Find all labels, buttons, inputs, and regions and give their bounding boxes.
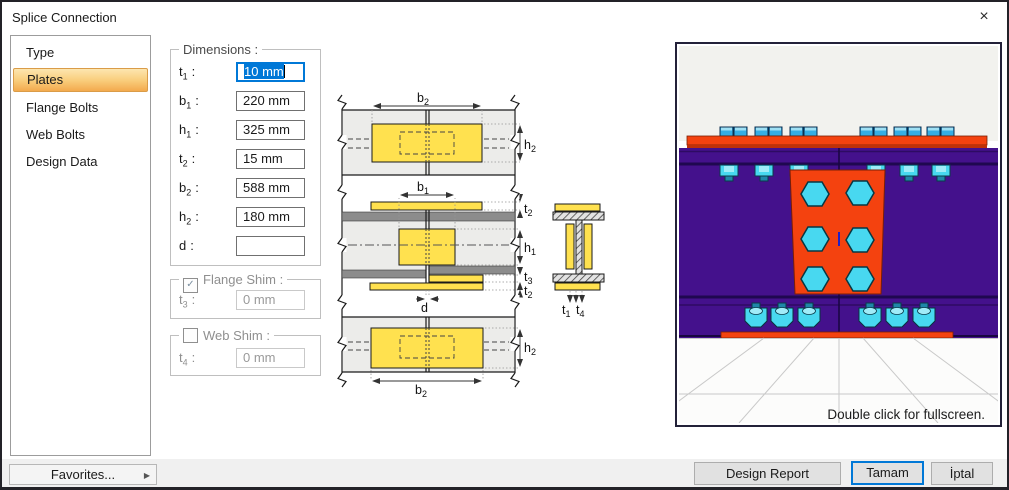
- top-view: [342, 103, 523, 176]
- preview-3d-viewport[interactable]: Double click for fullscreen.: [675, 42, 1002, 427]
- svg-text:d: d: [421, 301, 428, 315]
- design-report-button[interactable]: Design Report: [694, 462, 841, 485]
- field-row-t4: t4: 0 mm: [179, 348, 312, 370]
- close-button[interactable]: ×: [969, 6, 999, 28]
- svg-text:b2: b2: [415, 383, 427, 399]
- field-row-d: d:: [179, 236, 312, 258]
- sidebar: Type Plates Flange Bolts Web Bolts Desig…: [10, 35, 151, 456]
- ok-button[interactable]: Tamam: [851, 461, 924, 485]
- fullscreen-hint: Double click for fullscreen.: [827, 407, 985, 422]
- break-marks: [337, 94, 520, 388]
- field-row-h2: h2: 180 mm: [179, 207, 312, 229]
- sidebar-item-web-bolts[interactable]: Web Bolts: [26, 127, 86, 142]
- t1-input[interactable]: 10 mm: [236, 62, 305, 82]
- field-row-t1: t1: 10 mm: [179, 62, 312, 84]
- field-label-t2: t2:: [179, 151, 196, 169]
- cancel-button[interactable]: İptal: [931, 462, 993, 485]
- elevation-view: [341, 192, 523, 302]
- field-label-t4: t4:: [179, 350, 196, 368]
- field-row-b2: b2: 588 mm: [179, 178, 312, 200]
- section-view: [552, 203, 605, 303]
- titlebar: Splice Connection ×: [2, 2, 1007, 32]
- svg-text:h1: h1: [524, 241, 536, 257]
- field-label-d: d:: [179, 238, 194, 253]
- web-shim-legend: Web Shim :: [179, 328, 274, 343]
- t4-input: 0 mm: [236, 348, 305, 368]
- svg-text:b2: b2: [417, 91, 429, 107]
- svg-text:h2: h2: [524, 341, 536, 357]
- dimensions-legend: Dimensions :: [179, 42, 263, 57]
- field-label-b1: b1:: [179, 93, 199, 111]
- field-row-t2: t2: 15 mm: [179, 149, 312, 171]
- field-row-t3: t3: 0 mm: [179, 290, 312, 312]
- sidebar-item-plates[interactable]: Plates: [13, 68, 148, 92]
- sidebar-item-flange-bolts[interactable]: Flange Bolts: [26, 100, 99, 115]
- svg-text:t3: t3: [524, 270, 533, 286]
- field-label-h2: h2:: [179, 209, 199, 227]
- favorites-button[interactable]: Favorites... ▶: [9, 464, 157, 485]
- web-bolt-hexes: [800, 180, 875, 292]
- favorites-expand-icon: ▶: [143, 471, 150, 480]
- dialog-title: Splice Connection: [12, 10, 117, 25]
- field-row-b1: b1: 220 mm: [179, 91, 312, 113]
- b1-input[interactable]: 220 mm: [236, 91, 305, 111]
- dimension-labels: b2 h2 b1 t2 h1 t3 t2 d t1 t4 h2 b2: [415, 91, 585, 399]
- flange-shim-checkbox[interactable]: ✓: [183, 278, 198, 293]
- text-caret: [283, 65, 285, 78]
- h2-input[interactable]: 180 mm: [236, 207, 305, 227]
- sidebar-item-type[interactable]: Type: [26, 45, 55, 60]
- bottom-flange-nuts: [744, 302, 936, 328]
- svg-text:b1: b1: [417, 180, 429, 196]
- svg-text:h2: h2: [524, 138, 536, 154]
- technical-drawing: b2 h2 b1 t2 h1 t3 t2 d t1 t4 h2 b2: [337, 91, 605, 399]
- footer-bar: Favorites... ▶ Design Report Tamam İptal: [2, 459, 1007, 487]
- field-label-b2: b2:: [179, 180, 199, 198]
- field-label-h1: h1:: [179, 122, 199, 140]
- h1-input[interactable]: 325 mm: [236, 120, 305, 140]
- svg-text:t4: t4: [576, 303, 585, 319]
- dimensions-group: Dimensions : t1: 10 mm b1: 220 mm h1: 32…: [170, 42, 321, 266]
- field-label-t3: t3:: [179, 292, 196, 310]
- close-icon: ×: [979, 8, 989, 25]
- bottom-view: [342, 316, 523, 384]
- svg-text:t1: t1: [562, 303, 571, 319]
- web-shim-group: Web Shim : t4: 0 mm: [170, 328, 321, 376]
- svg-text:t2: t2: [524, 284, 533, 300]
- field-label-t1: t1:: [179, 64, 196, 82]
- checkbox-check-icon: ✓: [186, 279, 195, 290]
- bottom-flange-plate: [720, 331, 954, 339]
- field-row-h1: h1: 325 mm: [179, 120, 312, 142]
- d-input[interactable]: [236, 236, 305, 256]
- sidebar-item-design-data[interactable]: Design Data: [26, 154, 98, 169]
- flange-shim-group: ✓Flange Shim : t3: 0 mm: [170, 272, 321, 319]
- t3-input: 0 mm: [236, 290, 305, 310]
- b2-input[interactable]: 588 mm: [236, 178, 305, 198]
- flange-shim-legend: ✓Flange Shim :: [179, 272, 288, 293]
- floor-grid: [679, 337, 998, 423]
- web-splice-plate: [789, 169, 886, 295]
- svg-text:t2: t2: [524, 202, 533, 218]
- web-shim-checkbox[interactable]: [183, 328, 198, 343]
- top-flange-plate: [686, 126, 988, 149]
- t2-input[interactable]: 15 mm: [236, 149, 305, 169]
- preview-sky: [679, 46, 998, 141]
- top-bolt-heads: [719, 126, 955, 137]
